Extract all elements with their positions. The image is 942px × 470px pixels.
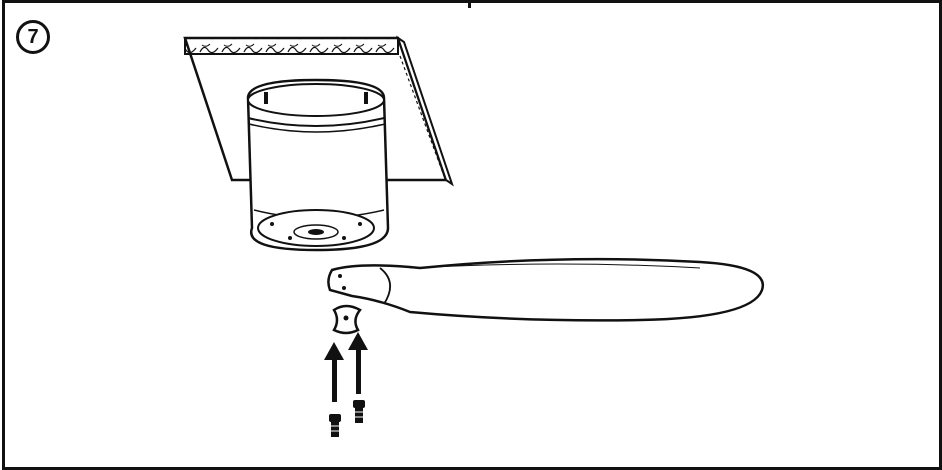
screw-left: [329, 414, 341, 437]
blade-bracket: [334, 306, 360, 333]
screws: [329, 400, 365, 437]
direction-arrows: [324, 332, 368, 402]
fan-motor-housing: [248, 80, 388, 250]
fan-blade: [328, 259, 762, 320]
screw-right: [353, 400, 365, 423]
